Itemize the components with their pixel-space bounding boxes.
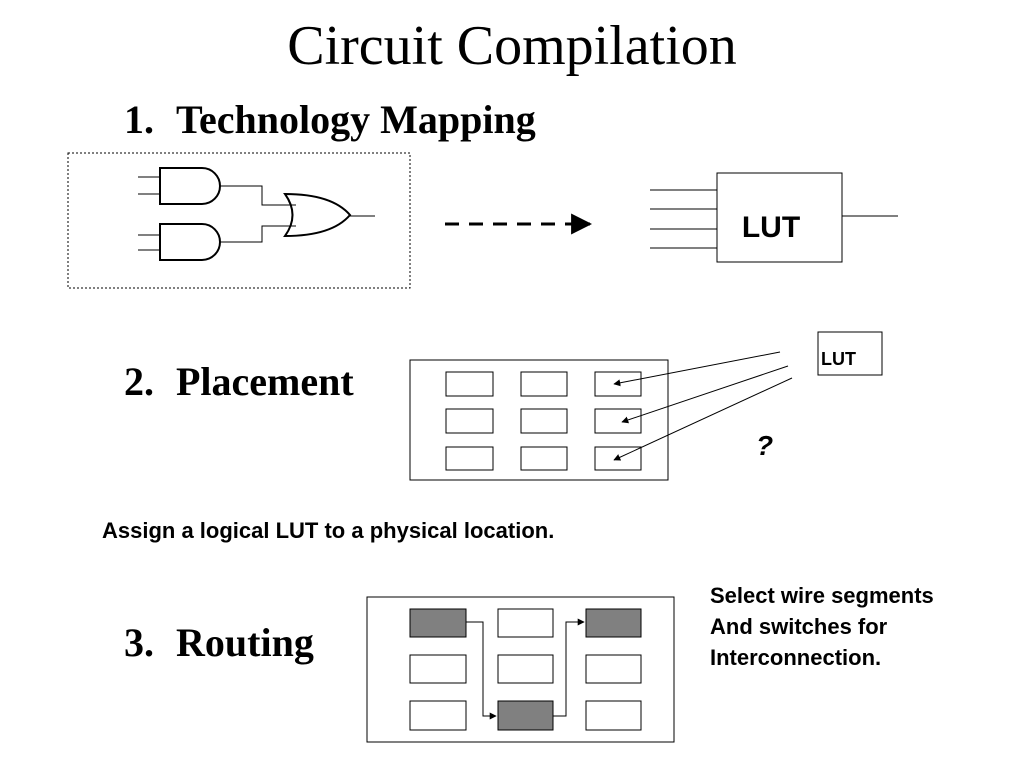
and-gate	[159, 223, 221, 261]
logic-cell	[585, 654, 642, 684]
routed-cell	[409, 608, 467, 638]
step-label: Placement	[176, 359, 354, 404]
step-label: Technology Mapping	[176, 97, 536, 142]
routed-cell	[585, 608, 642, 638]
logic-cell	[445, 371, 494, 397]
logic-cell	[497, 654, 554, 684]
step-number: 2.	[124, 359, 154, 404]
placement-question-mark: ?	[756, 430, 773, 461]
logic-cell	[409, 700, 467, 731]
lut-label: LUT	[742, 211, 800, 244]
mapped-lut: LUT	[650, 172, 898, 263]
step-number: 1.	[124, 97, 154, 142]
logic-cell	[520, 408, 568, 434]
circuit-dotted-frame	[67, 152, 411, 289]
placement-arrow	[621, 365, 789, 424]
routing-note-line: And switches for	[710, 614, 888, 639]
step-technology-mapping: 1. Technology Mapping	[124, 100, 536, 140]
logic-cell	[445, 408, 494, 434]
routing-fabric	[366, 596, 675, 743]
routing-note: Select wire segments And switches for In…	[710, 580, 934, 673]
routing-wire	[553, 618, 585, 717]
logical-lut-label: LUT	[821, 349, 856, 369]
logic-cell	[594, 408, 642, 434]
and-gate	[159, 167, 221, 205]
gate-circuit	[67, 152, 411, 289]
placement-arrow	[613, 351, 781, 387]
logic-cell	[409, 654, 467, 684]
routed-cell	[497, 700, 554, 731]
routing-note-line: Interconnection.	[710, 645, 882, 670]
step-number: 3.	[124, 620, 154, 665]
routing-note-line: Select wire segments	[710, 583, 934, 608]
step-placement: 2. Placement	[124, 362, 354, 402]
fabric-outline	[409, 359, 669, 481]
placement-fabric: LUT ?	[409, 331, 883, 481]
logic-cell	[445, 446, 494, 471]
routing-cells	[409, 608, 642, 731]
logical-lut-box	[817, 331, 883, 376]
wire	[220, 185, 296, 206]
logic-cell	[520, 446, 568, 471]
logic-cell	[585, 700, 642, 731]
logic-cell	[520, 371, 568, 397]
or-gate	[283, 192, 352, 238]
fabric-outline	[366, 596, 675, 743]
lut-box	[716, 172, 843, 263]
step-routing: 3. Routing	[124, 623, 314, 663]
placement-arrow	[613, 377, 793, 461]
step-label: Routing	[176, 620, 314, 665]
wire	[220, 225, 296, 243]
routing-wire	[466, 621, 497, 720]
placement-caption: Assign a logical LUT to a physical locat…	[102, 518, 555, 543]
logic-cell	[594, 371, 642, 397]
logic-cell	[497, 608, 554, 638]
slide-title: Circuit Compilation	[287, 15, 737, 77]
fabric-cells	[445, 371, 642, 471]
